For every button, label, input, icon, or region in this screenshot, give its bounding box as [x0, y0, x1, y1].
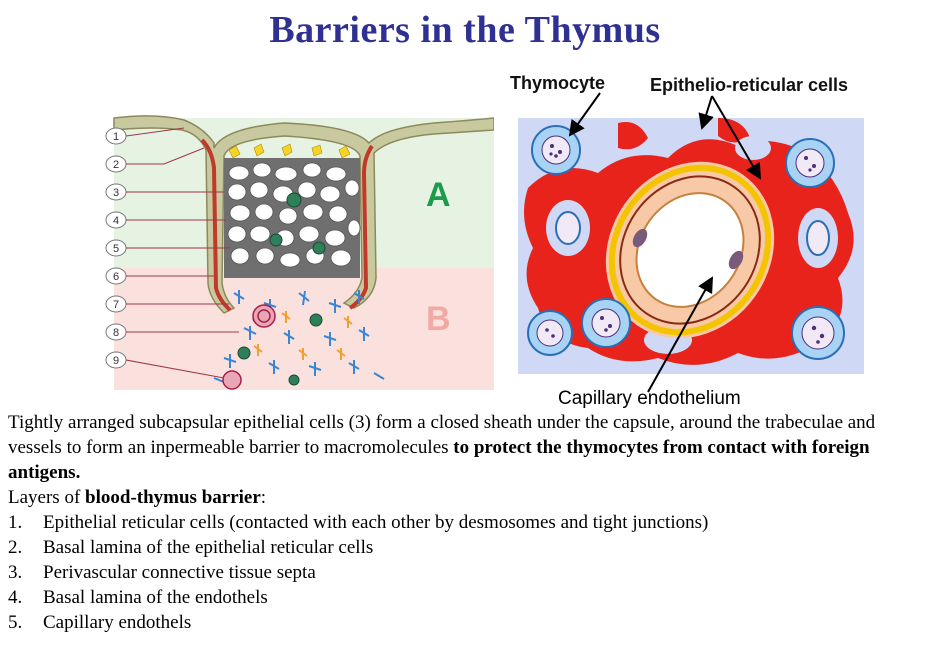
- layers-heading: Layers of blood-thymus barrier:: [8, 485, 923, 510]
- thymus-lobule-diagram: 1 2 3 4 5 6 7 8 9 A B: [54, 88, 494, 390]
- list-number: 2.: [8, 537, 23, 558]
- layers-prefix: Layers of: [8, 487, 86, 508]
- intro-text: Tightly arranged subcapsular epithelial …: [8, 412, 876, 458]
- marker-5: 5: [113, 243, 119, 255]
- capsule-and-trabeculae: [113, 115, 494, 314]
- marker-6: 6: [113, 271, 119, 283]
- intro-paragraph: Tightly arranged subcapsular epithelial …: [8, 410, 923, 485]
- zone-a-label: A: [426, 176, 451, 214]
- list-item: 2. Basal lamina of the epithelial reticul…: [8, 535, 923, 560]
- basal-lamina-ring: [608, 164, 772, 336]
- description-text: Tightly arranged subcapsular epithelial …: [8, 410, 923, 635]
- epithelio-reticular-label: Epithelio-reticular cells: [650, 75, 849, 95]
- thymocytes: [527, 125, 845, 360]
- marker-7: 7: [113, 299, 119, 311]
- list-text: Basal lamina of the endothels: [43, 587, 268, 608]
- list-text: Basal lamina of the epithelial reticular…: [43, 537, 374, 558]
- page-title: Barriers in the Thymus: [269, 9, 661, 51]
- list-text: Capillary endothels: [43, 612, 192, 633]
- barrier-layers-list: 1. Epithelial reticular cells (contacted …: [8, 510, 923, 635]
- list-text: Epithelial reticular cells (contacted wi…: [43, 512, 709, 533]
- list-item: 1. Epithelial reticular cells (contacted …: [8, 510, 923, 535]
- list-item: 5. Capillary endothels: [8, 610, 923, 635]
- list-item: 4. Basal lamina of the endothels: [8, 585, 923, 610]
- capillary-endothelium-label: Capillary endothelium: [558, 388, 741, 409]
- marker-4: 4: [113, 215, 119, 227]
- blood-thymus-barrier-diagram: [518, 118, 864, 374]
- layers-bold: blood-thymus barrier: [85, 487, 261, 508]
- list-number: 3.: [8, 562, 23, 583]
- marker-9: 9: [113, 355, 119, 367]
- list-number: 5.: [8, 612, 23, 633]
- list-number: 1.: [8, 512, 23, 533]
- list-text: Perivascular connective tissue septa: [43, 562, 316, 583]
- marker-1: 1: [113, 131, 119, 143]
- zone-b-label: B: [426, 300, 451, 338]
- marker-2: 2: [113, 159, 119, 171]
- list-number: 4.: [8, 587, 23, 608]
- marker-8: 8: [113, 327, 119, 339]
- layers-suffix: :: [260, 487, 267, 508]
- thymocyte-label: Thymocyte: [510, 73, 606, 93]
- intro-bold-text: to protect the thymocytes from contact w…: [8, 437, 870, 483]
- list-item: 3. Perivascular connective tissue septa: [8, 560, 923, 585]
- marker-3: 3: [113, 187, 119, 199]
